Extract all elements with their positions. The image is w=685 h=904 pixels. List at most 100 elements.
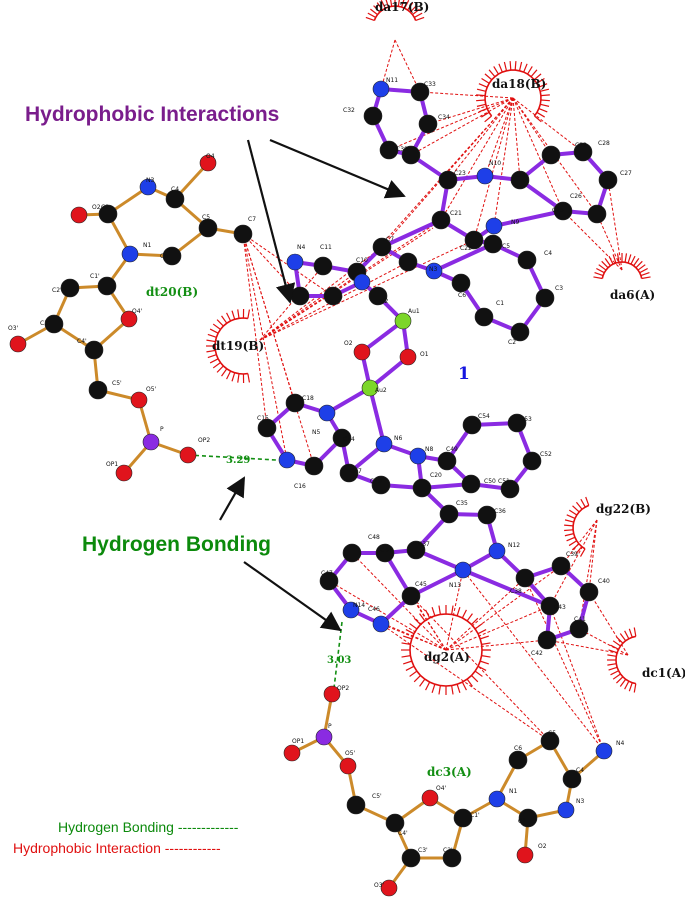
atom-c45 — [401, 586, 421, 606]
atom-label: C41 — [574, 616, 586, 623]
atom-c_o2 — [516, 846, 534, 864]
arc-spike — [536, 78, 545, 84]
arc-spike — [628, 628, 633, 638]
arc-spike — [474, 670, 483, 677]
arc-spike — [471, 617, 479, 625]
arc-spike — [608, 666, 618, 671]
atom-c48 — [342, 543, 362, 563]
arc-spike — [540, 94, 550, 97]
legend-hydrophobic: Hydrophobic Interaction ------------ — [13, 840, 221, 856]
atom-label: OP1 — [292, 738, 304, 745]
atom-label: C42 — [531, 650, 543, 657]
arrow-hydrophobic-right — [269, 138, 406, 199]
atom-label: O2 — [538, 843, 547, 850]
atom-label: Au1 — [408, 308, 420, 315]
arc-spike — [481, 655, 491, 658]
atom-label: C2 — [518, 818, 526, 825]
ligand-bond — [432, 242, 495, 273]
atom-c5 — [483, 234, 503, 254]
atom-t_c4p — [84, 340, 104, 360]
atom-t_n3 — [139, 178, 157, 196]
atom-t_c6 — [162, 246, 182, 266]
atom-c16b — [304, 456, 324, 476]
atom-label: C4 — [576, 767, 584, 774]
atom-label: C2 — [508, 339, 516, 346]
arc-spike — [610, 644, 619, 650]
atom-c35 — [439, 504, 459, 524]
atom-label: C52 — [540, 451, 552, 458]
arc-spike — [412, 8, 420, 16]
arc-spike — [628, 682, 633, 692]
atom-label: C6 — [458, 292, 466, 299]
hydrophobic-contact-line — [259, 227, 434, 341]
arc-spike — [380, 0, 386, 9]
arc-spike — [607, 663, 617, 666]
atom-label: OP1 — [106, 461, 118, 468]
arc-spike — [538, 107, 548, 113]
atom-label: O5' — [345, 750, 356, 757]
residue-label-dc1-a: dc1(A) — [642, 666, 685, 680]
atom-c34 — [418, 114, 438, 134]
arc-spike — [580, 498, 586, 508]
arc-spike — [466, 613, 473, 622]
arc-spike — [247, 309, 251, 319]
hydrophobic-contact-line — [596, 213, 623, 271]
arc-spike — [571, 543, 580, 551]
atom-label: O4 — [206, 153, 215, 160]
hydrophobic-contact-line — [259, 271, 358, 341]
arc-spike — [610, 670, 619, 676]
arc-spike — [601, 260, 609, 269]
arc-spike — [585, 496, 590, 506]
arc-spike — [438, 605, 441, 615]
arc-spike — [216, 319, 224, 327]
atom-c13 — [323, 286, 343, 306]
arc-spike — [514, 61, 517, 71]
atom-label: C1' — [470, 812, 480, 819]
atom-label: C5' — [112, 380, 122, 387]
atom-label: C5 — [202, 214, 210, 221]
atom-c18 — [285, 393, 305, 413]
arc-spike — [540, 88, 550, 92]
atom-label: C3 — [555, 285, 563, 292]
atom-c32 — [363, 106, 383, 126]
atom-label: C4' — [398, 830, 408, 837]
atom-c37 — [406, 540, 426, 560]
atom-label: C54 — [478, 413, 490, 420]
arc-spike — [209, 358, 219, 364]
residue-arc-dc1-a — [607, 627, 637, 693]
atom-label: C5' — [372, 793, 382, 800]
atom-label: C3' — [40, 320, 50, 327]
atom-label: N5 — [312, 429, 320, 436]
arc-spike — [594, 272, 604, 277]
arc-spike — [564, 524, 574, 527]
arc-spike — [206, 349, 216, 353]
hydrophobic-contact-line — [242, 233, 334, 297]
arc-spike — [564, 533, 574, 537]
atom-c14 — [332, 428, 352, 448]
atom-label: C43 — [554, 604, 566, 611]
atom-c33 — [410, 82, 430, 102]
atom-label: O1 — [420, 351, 429, 358]
arc-spike — [598, 264, 607, 271]
hydrophobic-contact-lines — [242, 39, 629, 752]
hydrophobic-contact-line — [380, 39, 396, 90]
atom-c44 — [375, 543, 395, 563]
atom-label: O4' — [132, 308, 143, 315]
arc-spike — [216, 365, 224, 373]
arc-spike — [425, 681, 431, 691]
atom-label: C16 — [294, 483, 306, 490]
atom-c42 — [537, 630, 557, 650]
atom-c49 — [437, 451, 457, 471]
atom-label: C24 — [514, 172, 526, 179]
atom-c4 — [517, 250, 537, 270]
arc-spike — [413, 617, 421, 625]
hydrophobic-contact-line — [447, 97, 514, 181]
atom-c28 — [573, 142, 593, 162]
atom-label: C4' — [77, 338, 87, 345]
atom-label: N1 — [509, 788, 517, 795]
arc-spike — [604, 258, 611, 267]
atom-c_c3p — [401, 848, 421, 868]
atom-n13 — [454, 561, 472, 579]
hydrophobic-contact-line — [419, 91, 514, 99]
